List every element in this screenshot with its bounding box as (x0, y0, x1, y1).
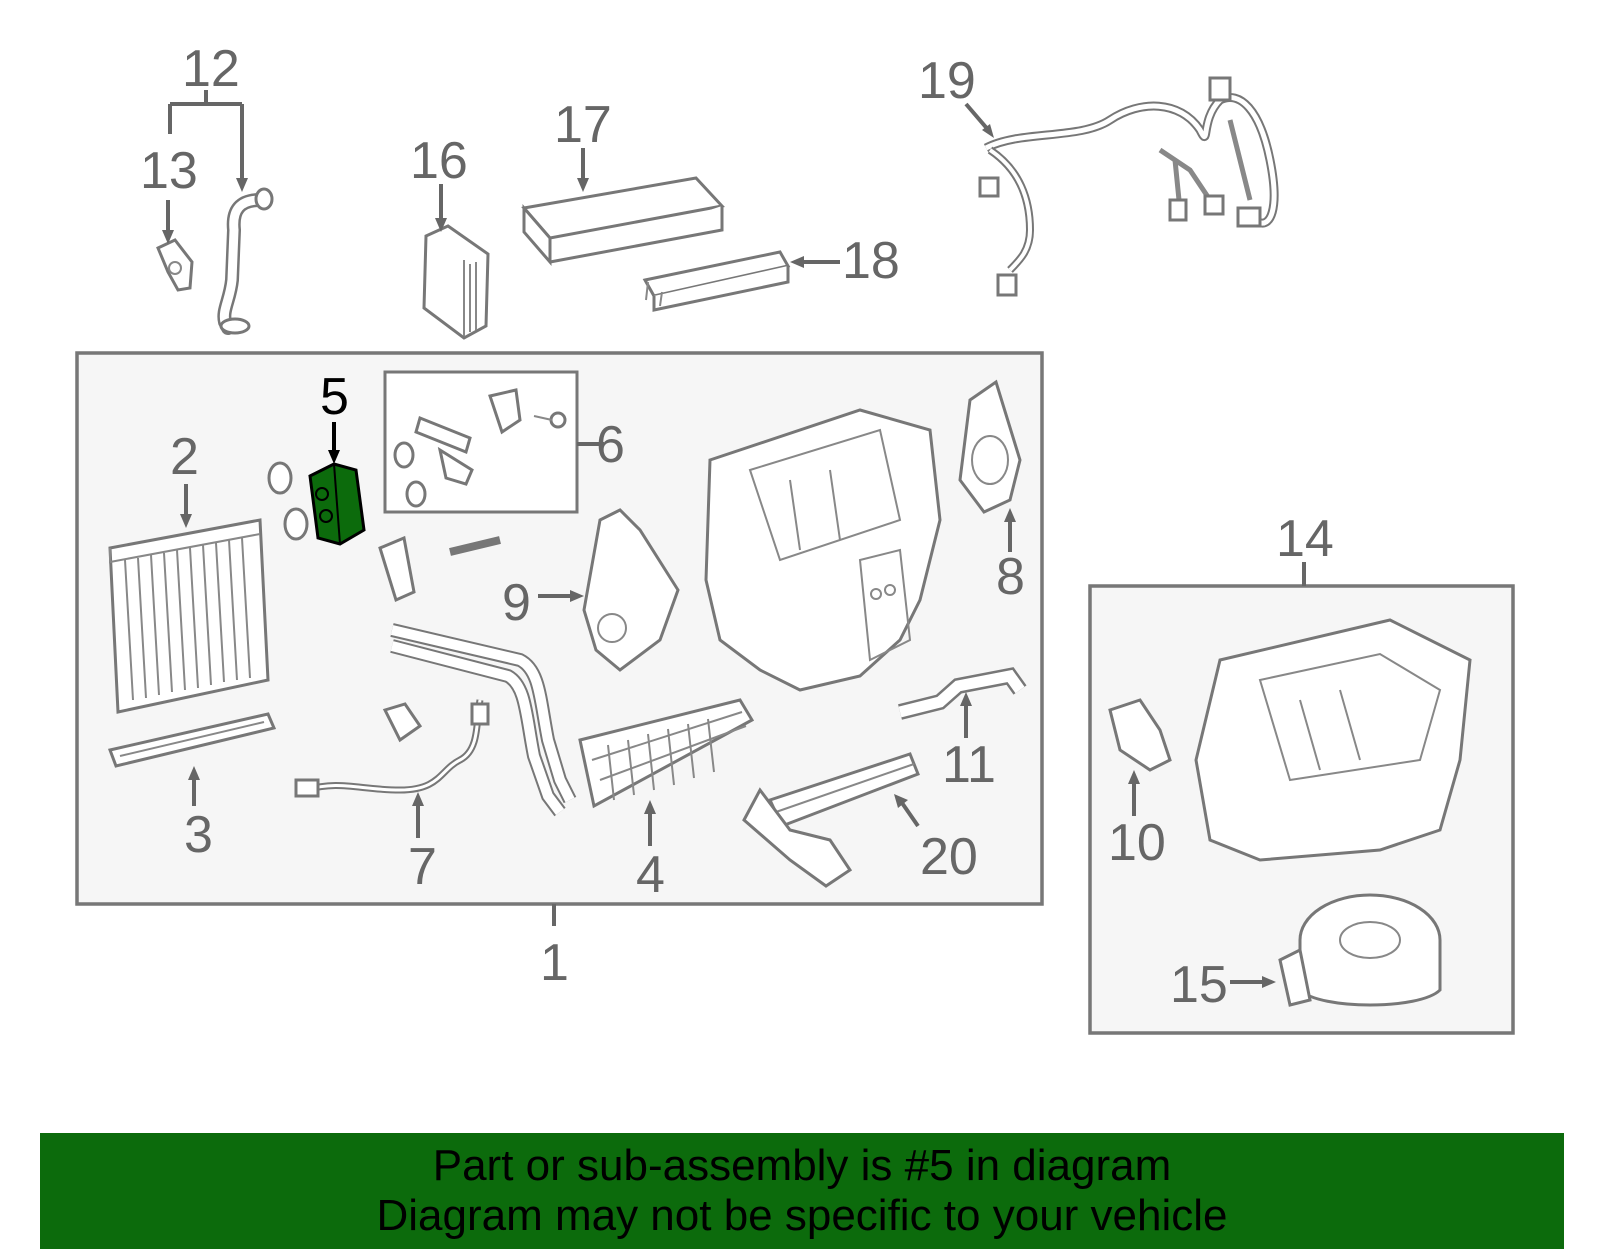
motor-10-part (1108, 698, 1172, 772)
resistor-20-part (742, 752, 920, 888)
evaporator-2-part (108, 518, 270, 714)
callout-17: 17 (554, 96, 612, 154)
callout-13: 13 (140, 142, 198, 200)
banner-line-1: Part or sub-assembly is #5 in diagram (432, 1141, 1172, 1190)
o-ring-part (405, 480, 427, 508)
cover-18-part (642, 250, 791, 312)
hvac-case-part (704, 408, 942, 692)
callout-12: 12 (182, 40, 240, 98)
callout-15: 15 (1170, 956, 1228, 1014)
callout-14: 14 (1276, 510, 1334, 568)
leader-lines (162, 90, 1306, 988)
callout-8: 8 (996, 548, 1025, 606)
callout-4: 4 (636, 846, 665, 904)
damper-9-part (582, 508, 680, 672)
module-16-part (422, 224, 490, 340)
duct-11-part (898, 667, 1027, 720)
banner-line-2: Diagram may not be specific to your vehi… (376, 1191, 1228, 1240)
harness-19-part (978, 76, 1279, 297)
o-ring-part (393, 441, 415, 469)
fittings-6-part (414, 388, 567, 486)
callout-10: 10 (1108, 814, 1166, 872)
bracket-3-part (107, 712, 277, 768)
callout-6: 6 (596, 416, 625, 474)
clip-part (378, 535, 416, 603)
callout-20: 20 (920, 828, 978, 886)
expansion-valve-5-highlighted (308, 462, 366, 546)
filter-17-part (521, 176, 725, 267)
heater-core-4-part (390, 623, 755, 817)
o-ring-part (267, 461, 293, 495)
callout-16: 16 (410, 132, 468, 190)
callout-7: 7 (408, 838, 437, 896)
callout-2: 2 (170, 428, 199, 486)
info-banner: Part or sub-assembly is #5 in diagram Di… (40, 1133, 1564, 1249)
bolt-part (449, 536, 501, 556)
o-ring-part (283, 507, 309, 541)
blower-case-14-part (1194, 618, 1472, 862)
callout-3: 3 (184, 806, 213, 864)
hose-12-part (217, 187, 274, 335)
callout-1: 1 (540, 934, 569, 992)
callout-18: 18 (842, 232, 900, 290)
callout-19: 19 (918, 52, 976, 110)
sensor-13-part (156, 238, 194, 292)
actuator-8-part (958, 379, 1022, 514)
callout-5: 5 (320, 368, 349, 426)
sensor-wire-7-part (294, 699, 490, 798)
callout-11: 11 (942, 736, 996, 794)
callout-9: 9 (502, 574, 531, 632)
blower-15-part (1278, 893, 1442, 1007)
